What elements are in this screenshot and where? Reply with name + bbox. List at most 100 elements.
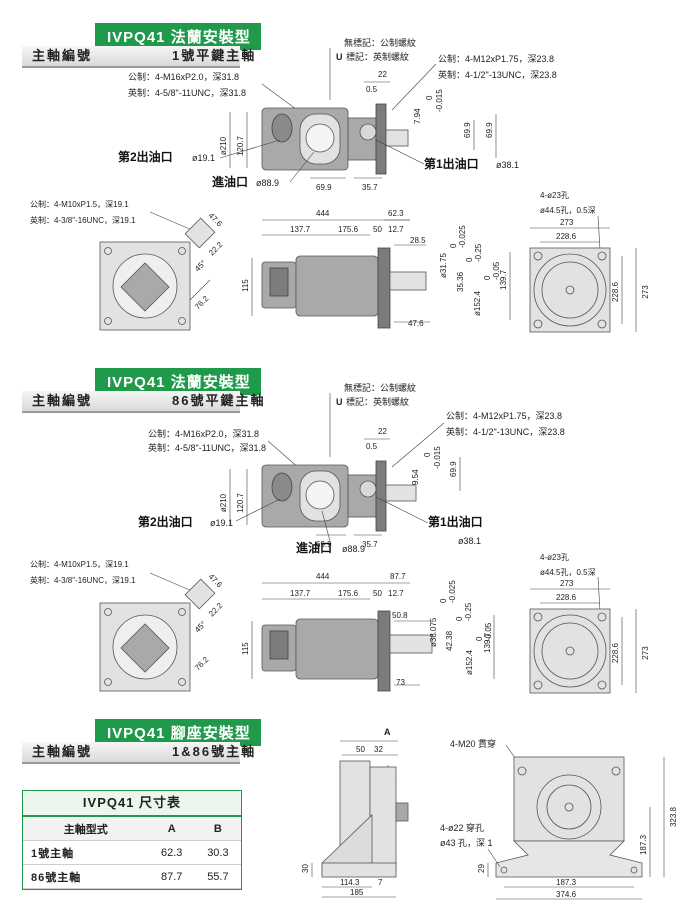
note-m20: 4-M20 貫穿 bbox=[450, 738, 496, 749]
dim-d1873: 187.3 bbox=[556, 878, 577, 887]
note-top-imperial: 英制：4-5/8"-11UNC，深31.8 bbox=[128, 87, 246, 98]
dim-d7: 7 bbox=[378, 878, 383, 887]
dim-d1756: 175.6 bbox=[338, 225, 359, 234]
note-right-metric: 公制：4-M12xP1.75，深23.8 bbox=[446, 410, 562, 421]
dim-tol3536b: -0.25 bbox=[464, 602, 473, 621]
dim-d222: 22.2 bbox=[207, 601, 225, 619]
dim-d794: 7.94 bbox=[413, 108, 422, 124]
note-side-imperial: 英制：4-3/8"-16UNC，深19.1 bbox=[30, 215, 136, 225]
dim-d3536: 35.36 bbox=[456, 271, 465, 292]
port-inlet: 進油口 bbox=[296, 540, 332, 555]
shaft-value: 1號平鍵主軸 bbox=[172, 48, 257, 63]
dim-d127: 12.7 bbox=[388, 589, 404, 598]
note-cb: ø43 孔，深 1 bbox=[440, 838, 493, 848]
dim-tol794b: -0.015 bbox=[435, 89, 444, 112]
dim-d444: 444 bbox=[316, 572, 330, 581]
dim-d3746: 374.6 bbox=[556, 890, 577, 899]
table-cell: 62.3 bbox=[148, 840, 195, 865]
dim-d699: 69.9 bbox=[463, 122, 472, 138]
port-out1: 第1出油口 bbox=[424, 156, 479, 171]
section1-title: IVPQ41 法蘭安裝型 bbox=[95, 23, 261, 50]
dim-d3175: ø31.75 bbox=[439, 253, 448, 278]
note-side-metric: 公制：4-M10xP1.5，深19.1 bbox=[30, 559, 129, 569]
dim-d127: 12.7 bbox=[388, 225, 404, 234]
dim-d699b: 69.9 bbox=[485, 122, 494, 138]
dim-d22: 22 bbox=[378, 427, 387, 436]
dim-d623: 87.7 bbox=[390, 572, 406, 581]
note-u-letter: U bbox=[336, 52, 343, 62]
dim-tol1524b: -0.05 bbox=[484, 622, 493, 641]
dim-d210: ø210 bbox=[219, 136, 228, 155]
dim-d2286v: 228.6 bbox=[611, 281, 620, 302]
dim-d285: 28.5 bbox=[410, 236, 426, 245]
dim-d1397: 139.7 bbox=[499, 269, 508, 290]
note-side-metric: 公制：4-M10xP1.5，深19.1 bbox=[30, 199, 129, 209]
dim-tol1524b: -0.05 bbox=[492, 261, 501, 280]
table-row: 1號主軸 62.3 30.3 bbox=[23, 840, 241, 865]
dim-d357: 35.7 bbox=[362, 540, 378, 549]
label-A: A bbox=[384, 727, 391, 737]
dim-d1143: 114.3 bbox=[340, 878, 360, 887]
dim-d2286: 228.6 bbox=[556, 232, 577, 241]
dim-d273v: 273 bbox=[641, 646, 650, 660]
shaft-value: 86號平鍵主軸 bbox=[172, 393, 266, 408]
dim-tol3175a: 0 bbox=[439, 598, 448, 603]
note-no-mark: 無標記：公制螺紋 bbox=[344, 37, 416, 48]
table-body: 主軸型式 A B 1號主軸 62.3 30.3 86號主軸 87.7 55.7 bbox=[23, 817, 241, 889]
dim-d476: 73 bbox=[396, 678, 405, 687]
dim-d05: 0.5 bbox=[366, 85, 378, 94]
port-out1-dim: ø38.1 bbox=[496, 160, 519, 170]
dim-d699-bottom: 69.9 bbox=[316, 540, 332, 549]
note-side-imperial: 英制：4-3/8"-16UNC，深19.1 bbox=[30, 575, 136, 585]
port-out2: 第2出油口 bbox=[138, 514, 193, 529]
note-holes: 4-ø23孔 bbox=[540, 191, 569, 200]
dim-d794: 9.54 bbox=[411, 469, 420, 485]
dim-tol3175a: 0 bbox=[449, 243, 458, 248]
table-row: 86號主軸 87.7 55.7 bbox=[23, 864, 241, 889]
section1-drawing: 無標記：公制螺紋 U 標記：英制螺紋 公制：4-M16xP2.0，深31.8 英… bbox=[30, 37, 650, 333]
dim-d1524: ø152.4 bbox=[465, 650, 474, 675]
dim-d22: 22 bbox=[378, 70, 387, 79]
dim-d185: 185 bbox=[350, 888, 364, 897]
dim-d762: 76.2 bbox=[193, 655, 211, 673]
shaft-value: 1&86號主軸 bbox=[172, 744, 257, 759]
dim-d45: 45° bbox=[193, 258, 208, 273]
section1-shaft-header: 主軸編號 1號平鍵主軸 bbox=[22, 46, 254, 68]
dim-d699: 69.9 bbox=[449, 461, 458, 477]
shaft-label: 主軸編號 bbox=[32, 744, 93, 759]
dim-tol794a: 0 bbox=[425, 95, 434, 100]
dim-d3238: 323.8 bbox=[669, 806, 678, 827]
port-inlet-dim: ø88.9 bbox=[342, 544, 365, 554]
section2-drawing: 無標記：公制螺紋 U 標記：英制螺紋 公制：4-M16xP2.0，深31.8 英… bbox=[30, 382, 650, 694]
table-header: B bbox=[194, 817, 241, 841]
dim-d2286: 228.6 bbox=[556, 593, 577, 602]
dim-d50: 50 bbox=[373, 589, 382, 598]
note-top-imperial: 英制：4-5/8"-11UNC，深31.8 bbox=[148, 442, 266, 453]
dim-d32: 32 bbox=[374, 745, 383, 754]
port-out2-dim: ø19.1 bbox=[210, 518, 233, 528]
dim-d1207: 120.7 bbox=[236, 135, 245, 156]
note-u-mark: 標記：英制螺紋 bbox=[346, 396, 409, 407]
dim-d273: 273 bbox=[560, 579, 574, 588]
dim-tol794a: 0 bbox=[423, 452, 432, 457]
dim-d05: 0.5 bbox=[366, 442, 378, 451]
port-out1-dim: ø38.1 bbox=[458, 536, 481, 546]
dim-d1207: 120.7 bbox=[236, 492, 245, 513]
dim-d3536: 42.38 bbox=[445, 630, 454, 651]
dim-d45: 45° bbox=[193, 619, 208, 634]
dim-d1397: 139.7 bbox=[483, 632, 492, 653]
dim-d476: 47.6 bbox=[408, 319, 424, 328]
dim-d285: 50.8 bbox=[392, 611, 408, 620]
dim-d30: 30 bbox=[301, 864, 310, 873]
dim-d1873v: 187.3 bbox=[639, 834, 648, 855]
dimension-table: IVPQ41 尺寸表 主軸型式 A B 1號主軸 62.3 30.3 86號主軸… bbox=[22, 790, 242, 890]
dim-d50: 50 bbox=[373, 225, 382, 234]
section3-shaft-header: 主軸編號 1&86號主軸 bbox=[22, 742, 254, 764]
dim-d699-bottom: 69.9 bbox=[316, 183, 332, 192]
note-top-metric: 公制：4-M16xP2.0，深31.8 bbox=[128, 71, 239, 82]
table-header: A bbox=[148, 817, 195, 841]
note-u-mark: 標記：英制螺紋 bbox=[346, 51, 409, 62]
port-out2-dim: ø19.1 bbox=[192, 153, 215, 163]
port-out2: 第2出油口 bbox=[118, 149, 173, 164]
note-u-letter: U bbox=[336, 397, 343, 407]
